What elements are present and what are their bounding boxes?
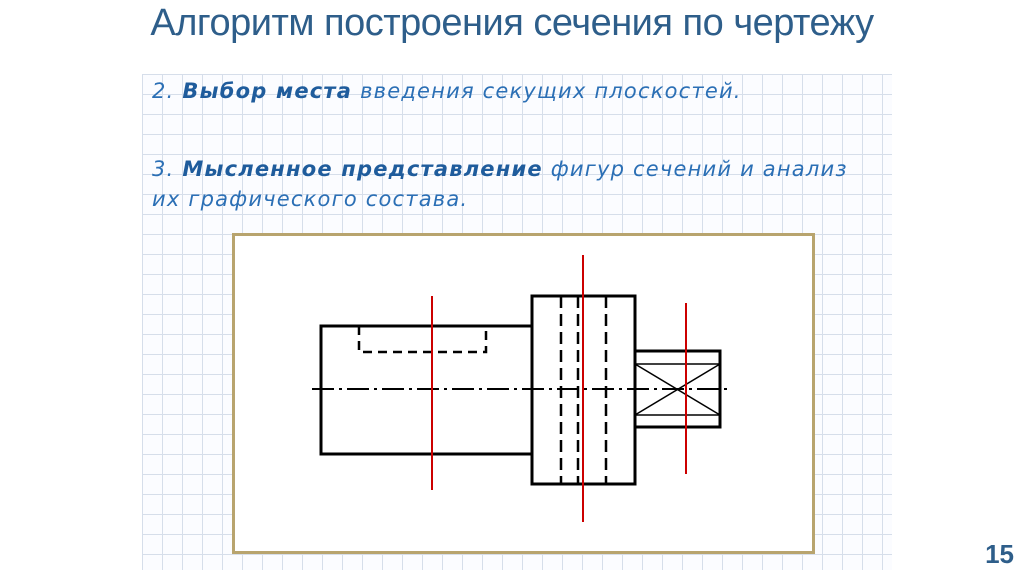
page-number: 15 (985, 539, 1014, 569)
step-2-number: 2. (152, 79, 175, 103)
step-3-text: 3. Мысленное представление фигур сечений… (152, 154, 882, 214)
step-3-number: 3. (152, 157, 175, 181)
step-3-rest: фигур сечений и анализ их графического с… (152, 157, 848, 211)
slide-title: Алгоритм построения сечения по чертежу (150, 2, 874, 44)
drawing-frame (232, 233, 815, 554)
step-2-bold: Выбор места (182, 79, 353, 103)
step-2-text: 2. Выбор места введения секущих плоскост… (152, 76, 742, 106)
step-2-rest: введения секущих плоскостей. (360, 79, 742, 103)
keyway-hidden-line (357, 326, 488, 354)
step-3-bold: Мысленное представление (182, 157, 543, 181)
